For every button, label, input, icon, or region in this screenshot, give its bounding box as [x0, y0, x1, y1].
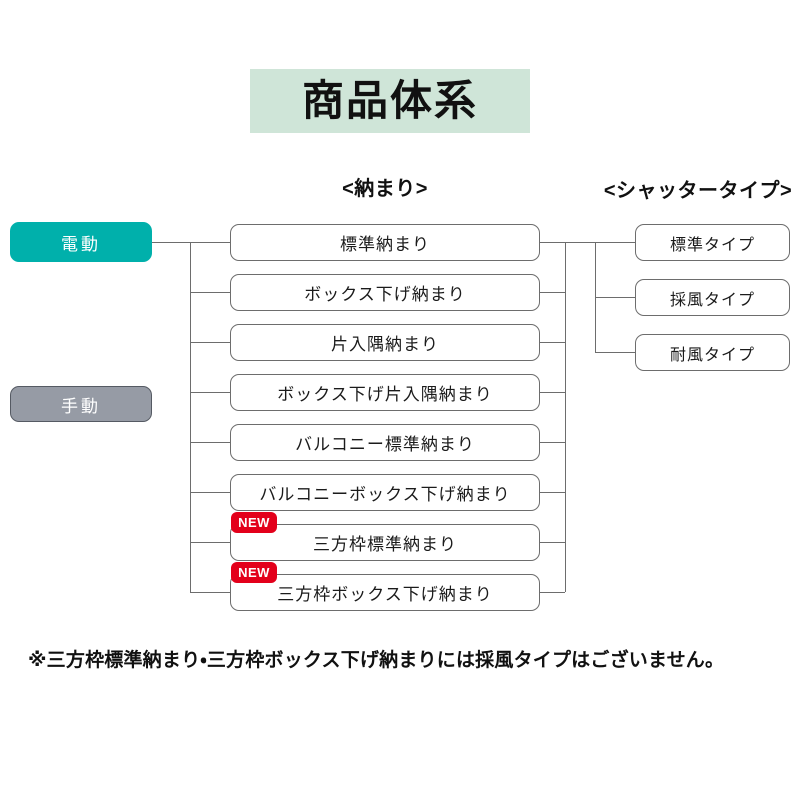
new-badge-label-7: NEW — [238, 515, 270, 530]
connector-branch-left-3 — [190, 392, 230, 393]
connector-branch-left-4 — [190, 442, 230, 443]
connector-branch-left-2 — [190, 342, 230, 343]
osamari-box-1[interactable]: 標準納まり — [230, 224, 540, 261]
column-header-shutter-type: <シャッタータイプ> — [603, 180, 793, 202]
osamari-box-4[interactable]: ボックス下げ片入隅納まり — [230, 374, 540, 411]
connector-branch-right-6 — [540, 542, 565, 543]
title-banner: 商品体系 — [250, 69, 530, 133]
osamari-box-3[interactable]: 片入隅納まり — [230, 324, 540, 361]
connector-branch-right-1 — [540, 292, 565, 293]
osamari-box-1-label: 標準納まり — [340, 235, 430, 254]
osamari-box-6[interactable]: バルコニーボックス下げ納まり — [230, 474, 540, 511]
column-header-osamari: <納まり> — [342, 178, 428, 200]
shutter-type-box-3[interactable]: 耐風タイプ — [635, 334, 790, 371]
connector-collector-to-type-trunk — [565, 242, 595, 243]
osamari-box-2-label: ボックス下げ納まり — [304, 285, 466, 304]
osamari-box-3-label: 片入隅納まり — [331, 335, 439, 354]
connector-branch-left-7 — [190, 592, 230, 593]
connector-branch-right-7 — [540, 592, 565, 593]
shutter-type-box-2[interactable]: 採風タイプ — [635, 279, 790, 316]
connector-branch-type-0 — [595, 242, 635, 243]
osamari-box-5-label: バルコニー標準納まり — [295, 435, 475, 454]
connector-right-collector-trunk — [565, 242, 566, 592]
osamari-box-8[interactable]: 三方枠ボックス下げ納まり — [230, 574, 540, 611]
mode-pill-denki-label: 電動 — [61, 234, 101, 254]
shutter-type-box-2-label: 採風タイプ — [669, 291, 755, 309]
osamari-box-5[interactable]: バルコニー標準納まり — [230, 424, 540, 461]
connector-branch-left-5 — [190, 492, 230, 493]
connector-branch-type-1 — [595, 297, 635, 298]
new-badge-label-8: NEW — [238, 565, 270, 580]
connector-branch-left-1 — [190, 292, 230, 293]
connector-denki-to-trunk — [152, 242, 230, 243]
connector-branch-right-2 — [540, 342, 565, 343]
osamari-box-8-label: 三方枠ボックス下げ納まり — [277, 585, 493, 604]
connector-branch-right-4 — [540, 442, 565, 443]
mode-pill-shudo[interactable]: 手動 — [10, 386, 152, 422]
connector-branch-right-3 — [540, 392, 565, 393]
shutter-type-box-1-label: 標準タイプ — [669, 236, 755, 254]
mode-pill-denki[interactable]: 電動 — [10, 222, 152, 262]
page-title: 商品体系 — [301, 77, 478, 124]
shutter-type-box-3-label: 耐風タイプ — [669, 346, 755, 364]
osamari-box-4-label: ボックス下げ片入隅納まり — [277, 385, 493, 404]
osamari-box-6-label: バルコニーボックス下げ納まり — [259, 485, 511, 504]
osamari-box-7[interactable]: 三方枠標準納まり — [230, 524, 540, 561]
new-badge-icon-8: NEW — [231, 562, 277, 583]
footnote-text: ※三方枠標準納まり・三方枠ボックス下げ納まりには採風タイプはございません。 — [28, 650, 725, 671]
osamari-box-7-label: 三方枠標準納まり — [313, 535, 457, 554]
connector-left-trunk — [190, 242, 191, 592]
new-badge-icon-7: NEW — [231, 512, 277, 533]
connector-branch-right-0 — [540, 242, 565, 243]
osamari-box-2[interactable]: ボックス下げ納まり — [230, 274, 540, 311]
shutter-type-box-1[interactable]: 標準タイプ — [635, 224, 790, 261]
connector-branch-type-2 — [595, 352, 635, 353]
connector-branch-right-5 — [540, 492, 565, 493]
mode-pill-shudo-label: 手動 — [61, 396, 101, 416]
connector-branch-left-6 — [190, 542, 230, 543]
